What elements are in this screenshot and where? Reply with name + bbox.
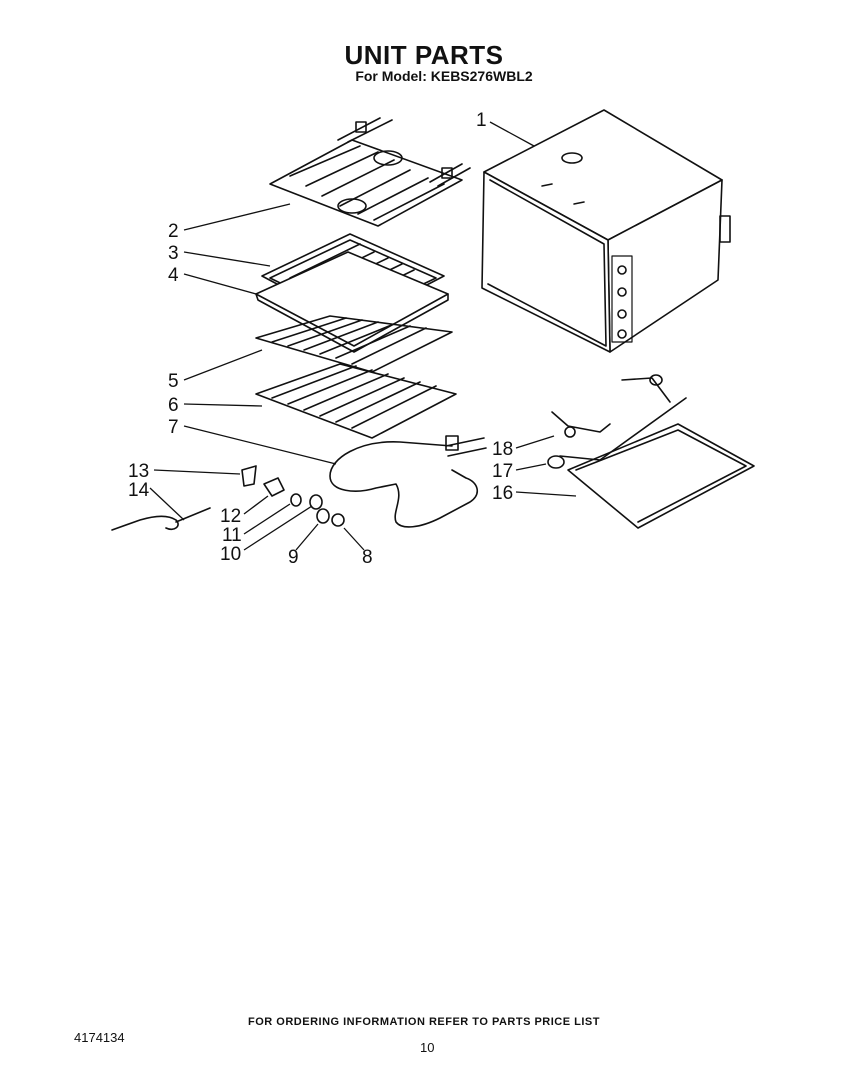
bake-element: [329, 435, 487, 528]
callout-13: 13: [128, 461, 149, 482]
callout-8: 8: [362, 547, 373, 568]
oven-rack-lower: [255, 363, 457, 439]
callout-6: 6: [168, 395, 179, 416]
model-line: For Model: KEBS276WBL2: [355, 68, 533, 84]
oven-cavity: [481, 109, 731, 353]
leader-lines: [149, 121, 577, 551]
callout-7: 7: [168, 417, 179, 438]
wire-harness: [111, 507, 211, 531]
callout-2: 2: [168, 221, 179, 242]
document-number: 4174134: [74, 1030, 125, 1045]
callout-5: 5: [168, 371, 179, 392]
page-number: 10: [420, 1040, 435, 1055]
page-title: UNIT PARTS: [344, 40, 504, 70]
callout-1: 1: [476, 110, 487, 131]
callout-10: 10: [220, 544, 241, 565]
oven-rack-upper: [255, 315, 453, 373]
callout-17: 17: [492, 461, 513, 482]
callout-9: 9: [288, 547, 299, 568]
broil-element: [269, 117, 471, 227]
small-hardware: [241, 465, 345, 527]
callout-11: 11: [222, 525, 242, 546]
callout-4: 4: [168, 265, 179, 286]
bottom-panel: [567, 423, 755, 529]
callout-18: 18: [492, 439, 513, 460]
broil-pan: [255, 251, 449, 353]
callout-14: 14: [128, 480, 150, 501]
callout-16: 16: [492, 483, 513, 504]
callout-3: 3: [168, 243, 179, 264]
brackets-and-rods: [547, 374, 687, 469]
callout-12: 12: [220, 506, 241, 527]
ordering-note: FOR ORDERING INFORMATION REFER TO PARTS …: [248, 1016, 600, 1028]
